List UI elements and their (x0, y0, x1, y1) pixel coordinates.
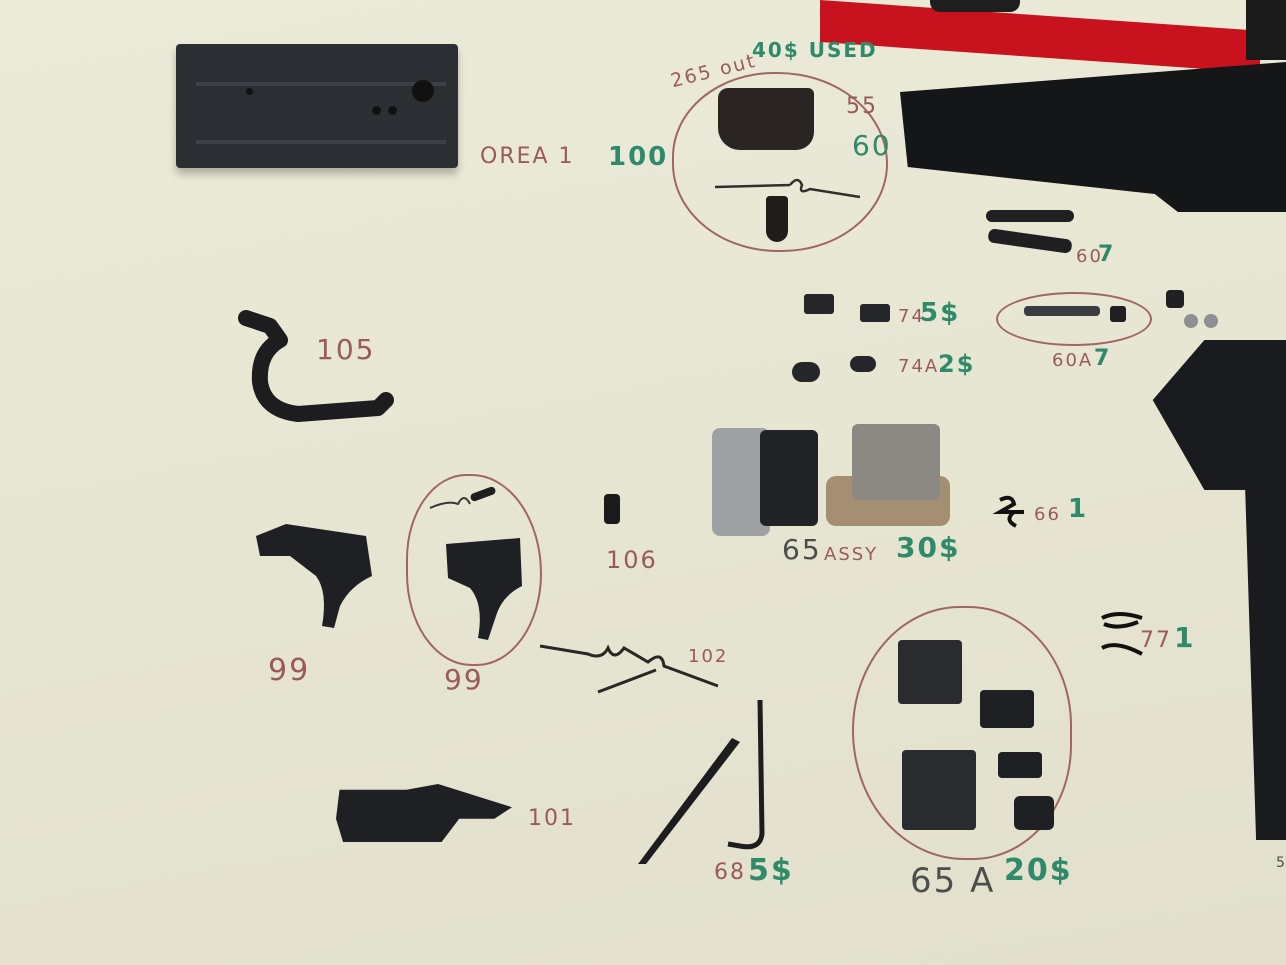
trigger2-spring-part (429, 497, 471, 509)
kit-65a-piece (980, 690, 1034, 728)
kit65a-price-label: 20$ (1004, 853, 1073, 888)
pen-object (930, 0, 1020, 12)
lower-receiver-part (1152, 340, 1286, 840)
hammer-part-bottom-label: 60 (852, 129, 892, 162)
trigger-guard-part-label: 105 (316, 333, 376, 366)
pin106-part-label: 106 (606, 546, 658, 574)
spring102-part-label: 102 (688, 646, 729, 667)
rod68-part-label: 68 (714, 860, 746, 885)
orea-part-label: OREA 1 (480, 144, 575, 169)
assembly-65-left-body (760, 430, 818, 526)
rail-block-part (176, 44, 458, 168)
dark-corner (1246, 0, 1286, 60)
item77-price-label: 1 (1174, 621, 1196, 654)
hammer-spring-part (714, 178, 861, 199)
hammer-pin-part (766, 196, 788, 242)
red-felt-background (820, 0, 1260, 73)
pins-part-label: 60 (1076, 246, 1103, 267)
part-74a-piece (850, 356, 876, 372)
assembly-65-right-body (852, 424, 940, 500)
kit65a-part-label: 65 A (910, 861, 996, 901)
trigger-guard-part (238, 310, 394, 422)
hammer-price-note-label: 40$ USED (752, 38, 878, 62)
pin-part (986, 210, 1074, 222)
pins-price-label: 7 (1098, 242, 1116, 267)
hammer-part (718, 88, 814, 150)
kit-65a-piece (998, 752, 1042, 778)
assembly65-suffix-label: ASSY (824, 544, 879, 565)
trigger1-part-label: 99 (268, 653, 311, 688)
kit-65a-piece (1014, 796, 1054, 830)
pin-assy-price-label: 7 (1094, 346, 1112, 371)
sear101-part-label: 101 (528, 806, 576, 831)
hammer-group-circle (672, 72, 888, 252)
pin-assy-nut-part (1110, 306, 1126, 322)
receiver-part (900, 62, 1286, 212)
rod-68-part (638, 699, 765, 864)
kit-65a-piece (898, 640, 962, 704)
item66-part-label: 66 (1034, 504, 1061, 525)
item74a-part-label: 74A (898, 356, 940, 377)
trigger-part (256, 524, 372, 628)
item66-price-label: 1 (1068, 494, 1089, 524)
rod68-price-label: 5$ (748, 853, 794, 888)
screw-part (1204, 314, 1218, 328)
hammer-part-top-label: 55 (846, 94, 878, 119)
item74a-price-label: 2$ (938, 350, 976, 378)
item77-part-label: 77 (1140, 628, 1172, 653)
trigger2-part (446, 538, 522, 640)
part-74-piece (860, 304, 890, 322)
assembly65-price-label: 30$ (896, 531, 961, 564)
kit-65a-piece (902, 750, 976, 830)
item74-part-label: 74 (898, 306, 925, 327)
orea-price-label: 100 (608, 142, 669, 172)
clip-77-part (1101, 612, 1143, 656)
edge-fragment-label: 5 (1276, 855, 1286, 871)
kit-65a-circle (852, 606, 1072, 860)
small-nut-part (1166, 290, 1184, 308)
pin-part (987, 228, 1073, 254)
pin-assy-part-label: 60A (1052, 350, 1094, 371)
sear-101-part (336, 784, 512, 842)
pin-assy-circle (996, 292, 1152, 346)
pin-assy-bolt-part (1024, 306, 1100, 316)
assembly65-part-label: 65 (782, 533, 822, 566)
part-74a-piece (792, 362, 820, 382)
screw-part (1184, 314, 1198, 328)
trigger2-circle (406, 474, 542, 666)
trigger2-part-label: 99 (444, 663, 484, 696)
clip-66-part (992, 495, 1024, 528)
pin-106-part (604, 494, 620, 524)
spring-102-part (539, 644, 719, 694)
part-74-piece (804, 294, 834, 314)
item74-price-label: 5$ (920, 298, 961, 328)
